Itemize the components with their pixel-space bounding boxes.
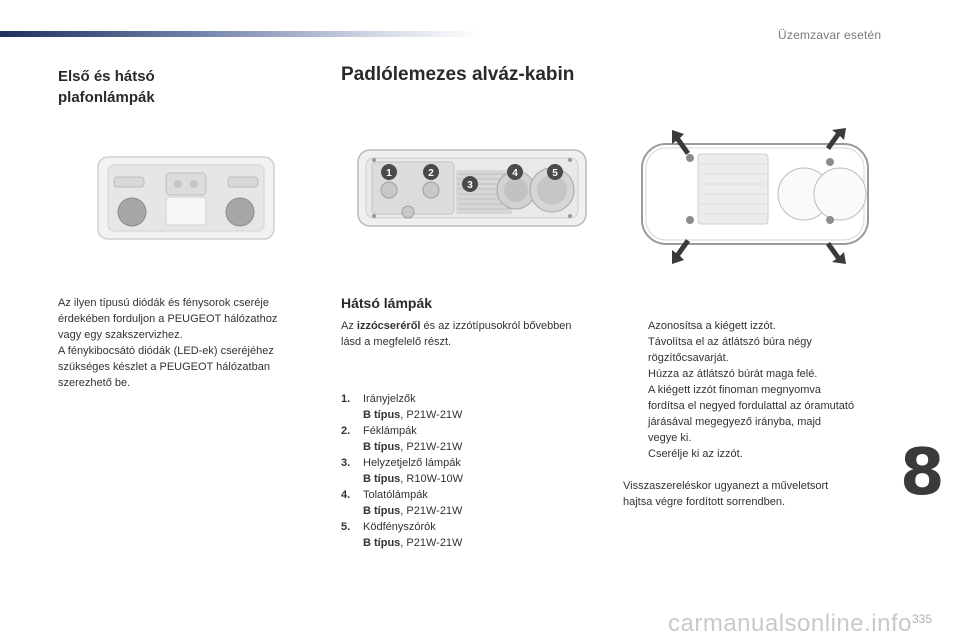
bulb-type: B típus, P21W-21W	[363, 503, 591, 519]
step-item: Cserélje ki az izzót.	[623, 446, 903, 462]
callout-5: 5	[552, 168, 558, 179]
bulb-item: 1. Irányjelzők B típus, P21W-21W	[341, 391, 591, 423]
bulb-type: B típus, P21W-21W	[363, 439, 591, 455]
intro-prefix: Az	[341, 320, 357, 332]
bulb-number: 1.	[341, 393, 351, 405]
callout-3: 3	[467, 180, 473, 191]
bulb-spec: , P21W-21W	[400, 537, 463, 549]
page-number: 335	[912, 612, 933, 626]
bulb-spec: , P21W-21W	[400, 441, 463, 453]
bulb-number: 5.	[341, 521, 351, 533]
bulb-name: Tolatólámpák	[363, 489, 428, 501]
step-text: fordítsa el negyed fordulattal az óramut…	[648, 400, 855, 412]
bulb-change-link[interactable]: izzócseréről	[356, 320, 421, 332]
bulb-type: B típus, P21W-21W	[363, 407, 591, 423]
bulb-spec: , R10W-10W	[400, 473, 464, 485]
step-item: Távolítsa el az átlátszó búra négy rögzí…	[623, 334, 903, 366]
bulb-name: Féklámpák	[363, 425, 417, 437]
ceiling-lamp-illustration	[97, 156, 275, 240]
rear-lamps-intro: Az izzócseréről és az izzótípusokról bőv…	[341, 318, 611, 350]
step-text: A kiégett izzót finoman megnyomva	[648, 384, 822, 396]
text-line: A fénykibocsátó diódák (LED-ek) cseréjéh…	[58, 345, 274, 357]
lens-screws-diagram	[641, 128, 869, 264]
bulb-item: 2. Féklámpák B típus, P21W-21W	[341, 423, 591, 455]
callout-2: 2	[428, 168, 434, 179]
rear-lamp-cluster-diagram: 1 2 3 4 5	[357, 149, 587, 227]
header-gradient-bar	[0, 31, 480, 37]
rear-lamps-heading: Hátsó lámpák	[341, 295, 433, 311]
text-line: vagy egy szakszervizhez.	[58, 329, 183, 341]
bulb-type-label: B típus	[363, 537, 401, 549]
bulb-name: Irányjelzők	[363, 393, 416, 405]
section-title: Üzemzavar esetén	[778, 28, 882, 42]
bulb-number: 3.	[341, 457, 351, 469]
bulb-item: 5. Ködfényszórók B típus, P21W-21W	[341, 519, 591, 551]
bulb-number: 4.	[341, 489, 351, 501]
bulb-spec: , P21W-21W	[400, 505, 463, 517]
rear-lamps-intro-line2: lásd a megfelelő részt.	[341, 336, 452, 348]
bulb-item: 3. Helyzetjelző lámpák B típus, R10W-10W	[341, 455, 591, 487]
bulb-type-label: B típus	[363, 473, 401, 485]
bulb-number: 2.	[341, 425, 351, 437]
step-text: Húzza az átlátszó búrát maga felé.	[648, 368, 818, 380]
reassembly-note: Visszaszereléskor ugyanezt a műveletsort	[623, 480, 829, 492]
ceiling-lamps-heading: Első és hátsó plafonlámpák	[58, 66, 218, 108]
bulb-item: 4. Tolatólámpák B típus, P21W-21W	[341, 487, 591, 519]
bulb-type: B típus, P21W-21W	[363, 535, 591, 551]
ceiling-lamps-heading-line1: Első és hátsó	[58, 68, 155, 85]
page-title: Padlólemezes alváz-kabin	[341, 64, 575, 85]
step-text: Távolítsa el az átlátszó búra négy	[648, 336, 812, 348]
text-line: szerezhető be.	[58, 377, 131, 389]
rear-lamps-intro-line1: Az izzócseréről és az izzótípusokról bőv…	[341, 318, 611, 334]
bulb-type: B típus, R10W-10W	[363, 471, 591, 487]
reassembly-note: hajtsa végre fordított sorrendben.	[623, 496, 786, 508]
text-line: szükséges készlet a PEUGEOT hálózatban	[58, 361, 270, 373]
bulb-name: Ködfényszórók	[363, 521, 436, 533]
bulb-type-label: B típus	[363, 441, 401, 453]
watermark: carmanualsonline.info	[668, 610, 912, 637]
replacement-steps: Azonosítsa a kiégett izzót. Távolítsa el…	[623, 318, 903, 510]
callout-1: 1	[386, 168, 392, 179]
chapter-number: 8	[900, 436, 945, 510]
callout-4: 4	[512, 168, 518, 179]
text-line: érdekében forduljon a PEUGEOT hálózathoz	[58, 313, 278, 325]
step-text: Azonosítsa a kiégett izzót.	[648, 320, 776, 332]
step-text: járásával megegyező irányba, majd	[648, 416, 822, 428]
intro-suffix: és az izzótípusokról bővebben	[420, 320, 572, 332]
bulb-type-label: B típus	[363, 409, 401, 421]
ceiling-lamps-paragraph: Az ilyen típusú diódák és fénysorok cser…	[58, 295, 308, 391]
step-text: vegye ki.	[648, 432, 692, 444]
bulb-list: 1. Irányjelzők B típus, P21W-21W 2. Fékl…	[341, 391, 591, 551]
step-text: Cserélje ki az izzót.	[648, 448, 743, 460]
step-text: rögzítőcsavarját.	[648, 352, 729, 364]
step-item: Azonosítsa a kiégett izzót.	[623, 318, 903, 334]
bulb-name: Helyzetjelző lámpák	[363, 457, 461, 469]
bulb-type-label: B típus	[363, 505, 401, 517]
step-item: A kiégett izzót finoman megnyomva fordít…	[623, 382, 903, 446]
text-line: Az ilyen típusú diódák és fénysorok cser…	[58, 297, 269, 309]
step-item: Húzza az átlátszó búrát maga felé.	[623, 366, 903, 382]
ceiling-lamps-heading-line2: plafonlámpák	[58, 89, 155, 106]
bulb-spec: , P21W-21W	[400, 409, 463, 421]
